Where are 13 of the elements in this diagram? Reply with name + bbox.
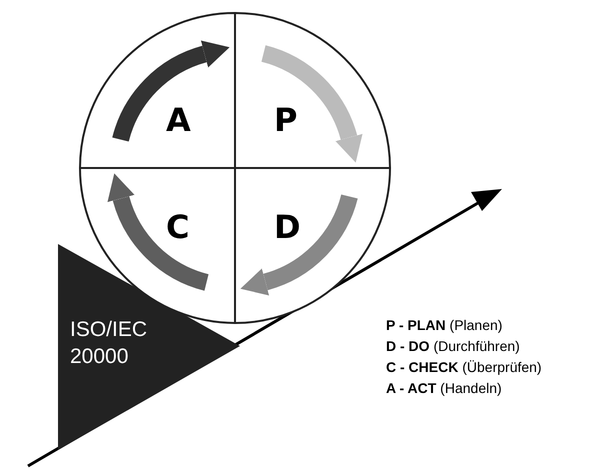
legend-text: A - ACT (Handeln) bbox=[386, 380, 502, 396]
legend-text: C - CHECK (Überprüfen) bbox=[386, 359, 542, 375]
curved-arrow bbox=[112, 40, 230, 142]
legend-text: P - PLAN (Planen) bbox=[386, 317, 502, 333]
legend-text: D - DO (Durchführen) bbox=[386, 338, 520, 354]
curved-arrow bbox=[260, 45, 362, 162]
curved-arrow bbox=[108, 174, 210, 291]
quadrant-letter: P bbox=[274, 103, 298, 137]
curved-arrow bbox=[240, 194, 358, 296]
quadrant-letter: A bbox=[166, 103, 191, 137]
wedge-label: ISO/IEC 20000 bbox=[70, 317, 148, 370]
quadrant-letter: D bbox=[274, 210, 301, 244]
quadrant-letter: C bbox=[166, 210, 190, 244]
